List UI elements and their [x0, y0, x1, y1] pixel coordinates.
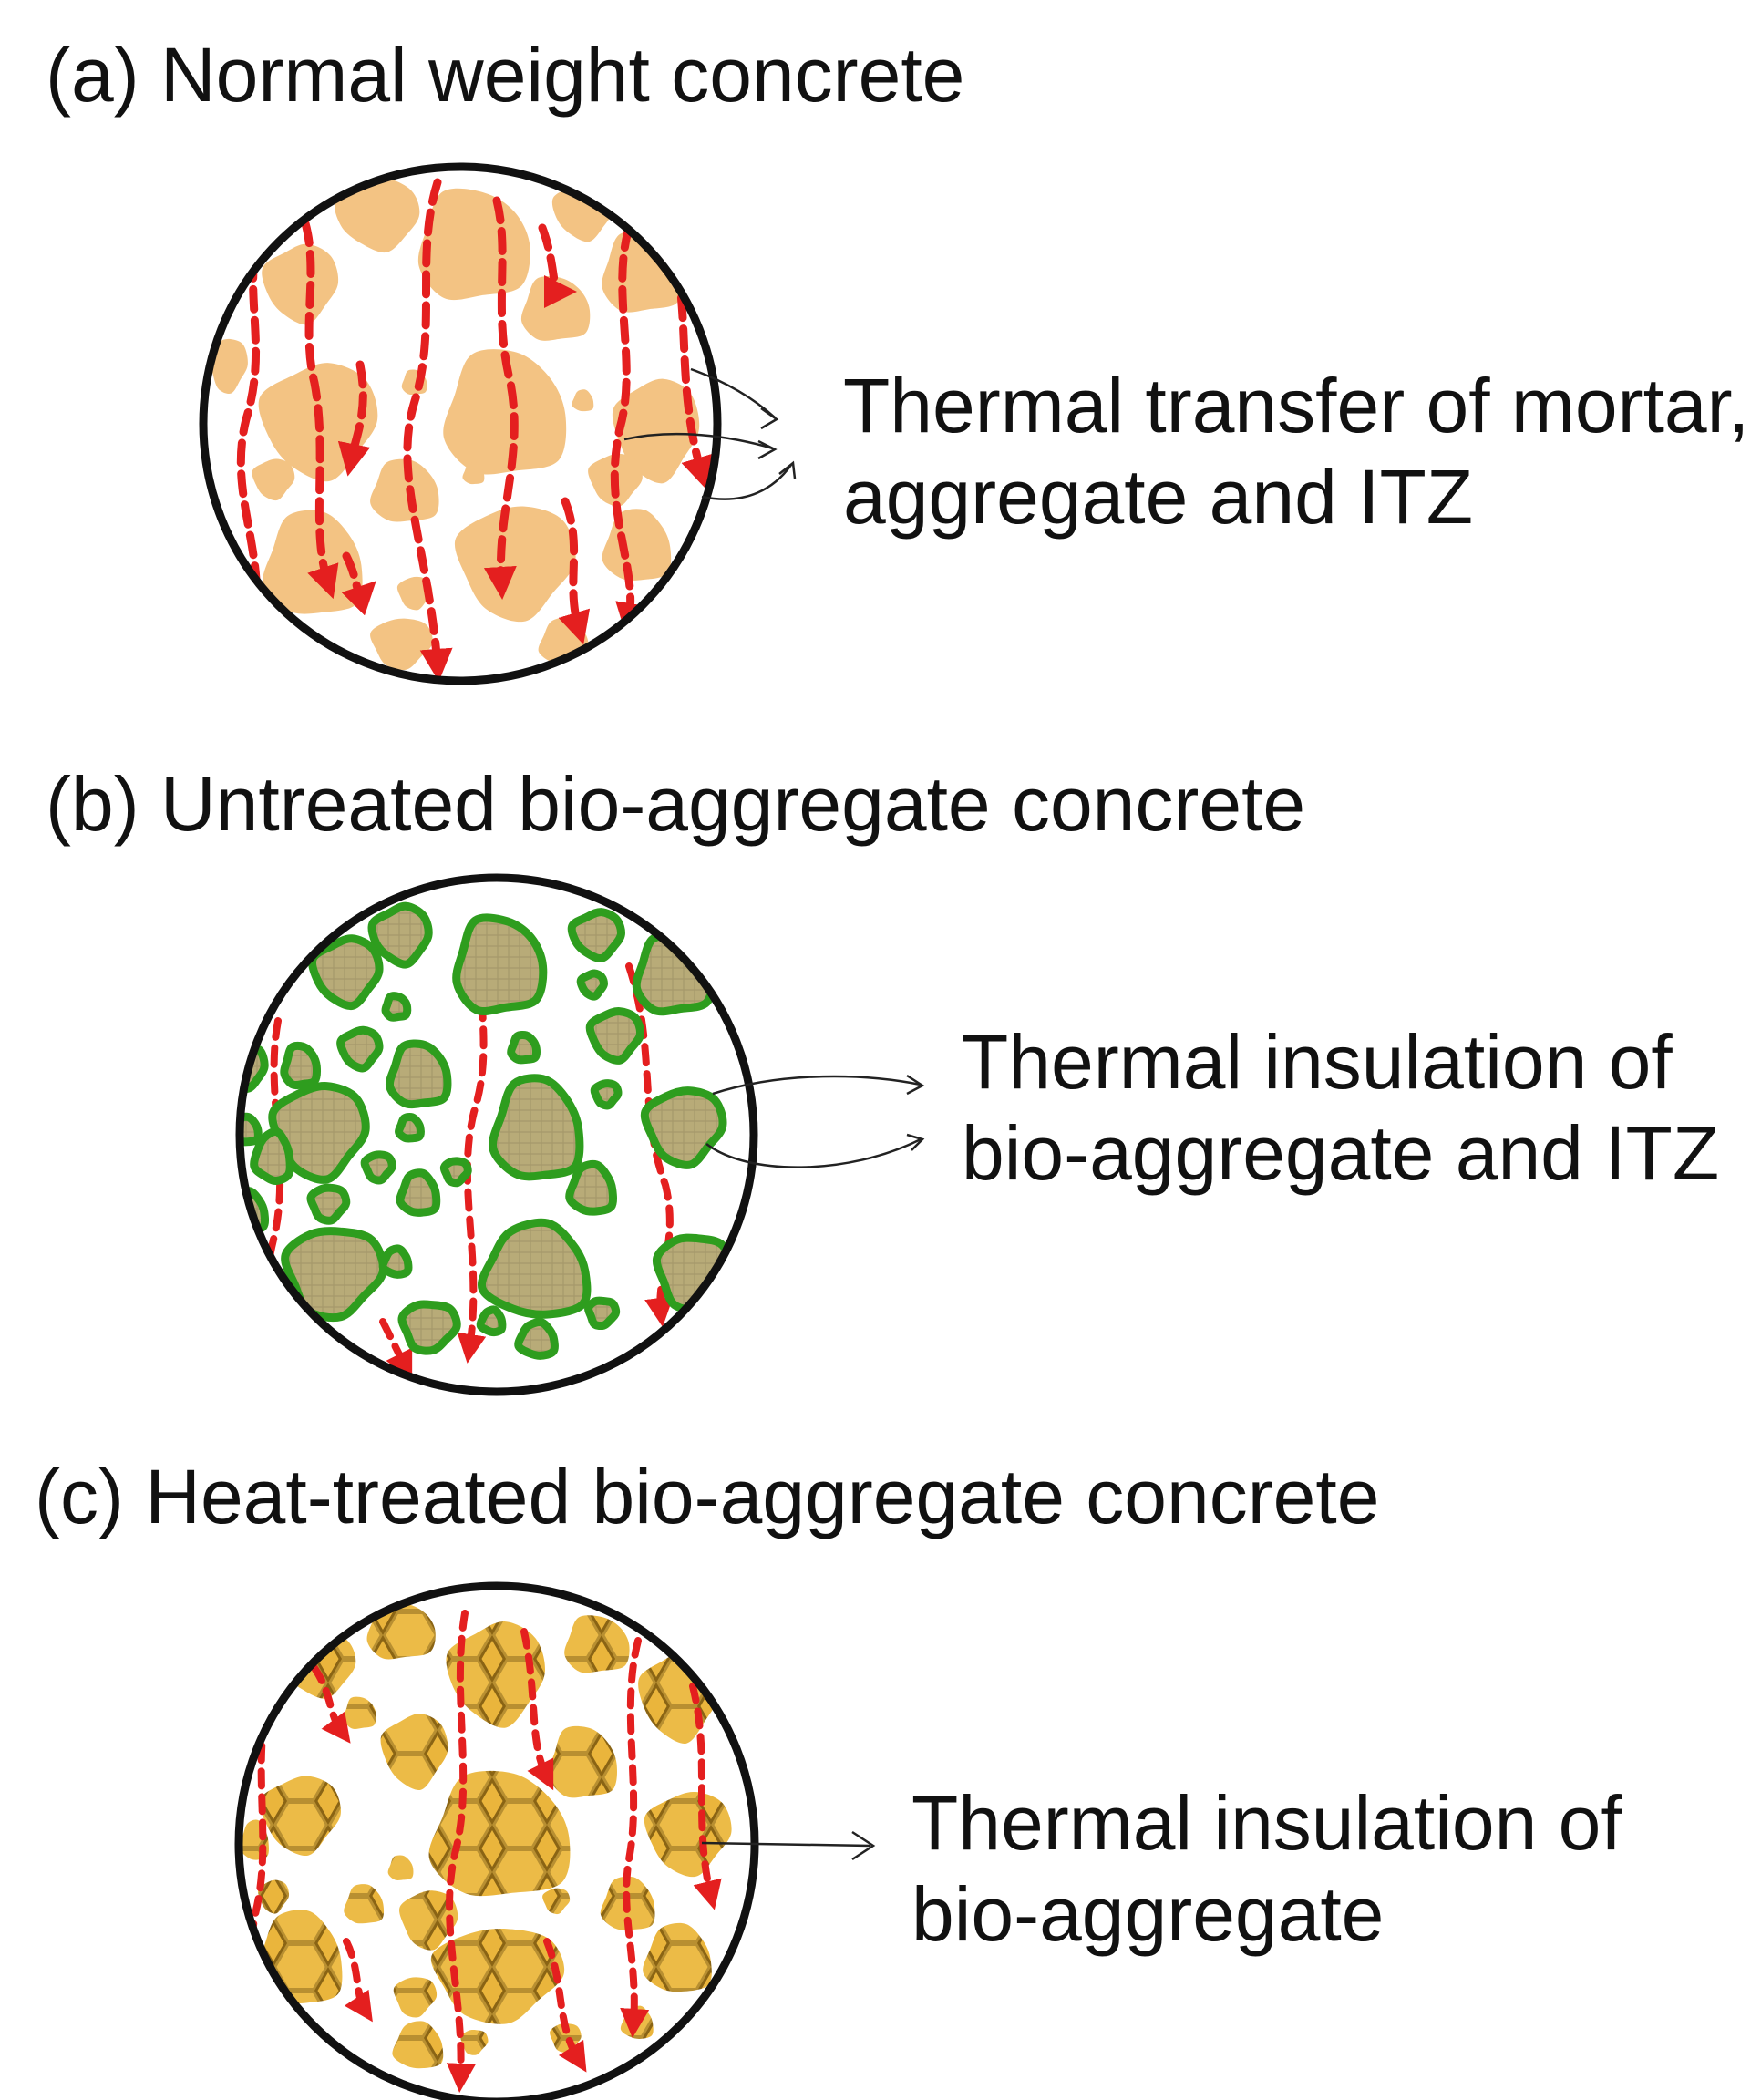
panel-c-heat-flow-arrow — [620, 1637, 650, 2038]
panel-c-aggregate — [430, 1929, 565, 2024]
panel-a-heat-flow-arrow — [538, 223, 577, 308]
panel-a-caption-line-1: Thermal transfer of mortar, — [843, 363, 1750, 448]
panel-b-aggregate — [336, 1025, 384, 1073]
panel-c-heat-flow-arrow — [520, 1628, 554, 1791]
panel-c-heat-flow-arrow — [689, 1683, 722, 1910]
panel-b-aggregate — [576, 969, 608, 1001]
panel-b-aggregate — [281, 1227, 387, 1323]
panel-c-title: (c) Heat-treated bio-aggregate concrete — [35, 1454, 1380, 1539]
panel-c-aggregate — [380, 1714, 448, 1790]
panel-c-aggregate — [643, 1922, 712, 1992]
panel-b-heat-flow-arrow — [258, 1017, 288, 1354]
panel-b-aggregate — [565, 1159, 617, 1216]
panel-c-aggregate — [644, 1791, 732, 1878]
panel-a-heat-flow-arrow — [558, 497, 591, 645]
panel-a-aggregate — [612, 378, 700, 484]
panel-c-heat-flow-arrow — [543, 1938, 587, 2073]
panel-c-aggregate — [548, 1725, 617, 1798]
panel-c-heat-flow-arrow — [343, 1938, 373, 2023]
panel-c-aggregate — [387, 1855, 414, 1880]
panel-b-outline — [235, 873, 758, 1396]
panel-a-outline — [199, 162, 722, 685]
panel-a-aggregate — [443, 349, 567, 475]
panel-c-caption-line-2: bio-aggregate — [911, 1871, 1385, 1957]
panel-c-micrograph — [234, 1581, 876, 2100]
panel-b-aggregate — [439, 1157, 472, 1188]
panel-a-aggregate — [252, 458, 295, 501]
panel-a-caption-line-2: aggregate and ITZ — [843, 454, 1474, 540]
panel-a-heat-flow-arrow — [301, 219, 339, 600]
panel-b-aggregate — [360, 1150, 396, 1185]
panel-c-aggregate — [393, 1977, 438, 2018]
panel-b-aggregate — [585, 1007, 645, 1065]
panel-a-heat-flow-arrow — [341, 551, 376, 616]
panel-c-aggregate — [399, 1890, 458, 1951]
panel-a-aggregate — [572, 389, 594, 412]
panel-a-aggregate — [462, 462, 485, 485]
panel-a-aggregate — [208, 338, 248, 394]
panel-b-aggregate — [378, 1244, 413, 1279]
panel-a-aggregate — [335, 178, 420, 253]
panel-c-caption-line-1: Thermal insulation of — [911, 1780, 1622, 1866]
panel-b-leader-arrows — [705, 1074, 925, 1168]
panel-c-heat-flow-arrow — [446, 1610, 476, 2093]
panel-b-aggregate — [250, 1127, 294, 1186]
panel-b-aggregate — [590, 1079, 623, 1110]
panel-b-aggregate — [584, 1296, 621, 1331]
panel-a-aggregates — [208, 178, 714, 681]
panel-c-aggregate — [446, 1621, 545, 1728]
panel-c-aggregate — [260, 1776, 341, 1857]
panel-a-heat-flow-arrow — [337, 360, 371, 477]
panel-b-aggregate — [240, 1112, 263, 1147]
panel-c-aggregate — [460, 2030, 489, 2055]
panel-a-heat-flow-arrow — [236, 223, 274, 636]
panel-b-aggregate — [489, 1074, 584, 1181]
panel-c-aggregate — [343, 1696, 376, 1729]
panel-b-caption: Thermal insulation of bio-aggregate and … — [962, 1016, 1719, 1199]
panel-b-aggregate — [476, 1305, 507, 1337]
panel-c-aggregate — [564, 1615, 630, 1673]
panel-b-aggregate — [640, 1086, 727, 1169]
panel-b-aggregate — [514, 1318, 559, 1360]
panel-a-caption: Thermal transfer of mortar, aggregate an… — [843, 360, 1749, 542]
panel-b-caption-line-2: bio-aggregate and ITZ — [962, 1110, 1720, 1196]
panel-b-aggregate — [507, 1031, 541, 1065]
panel-c-aggregate — [542, 1888, 571, 1915]
panel-b-aggregate — [477, 1218, 592, 1319]
panel-b-aggregate — [385, 1039, 452, 1109]
panel-a-micrograph — [199, 162, 797, 685]
panel-b-aggregate — [381, 992, 412, 1022]
panel-b-aggregate — [280, 1041, 321, 1090]
panel-b-aggregate — [308, 934, 384, 1011]
panel-b-aggregate — [395, 1112, 425, 1143]
panel-a-aggregate — [370, 458, 439, 522]
panel-c-aggregate — [392, 2021, 444, 2069]
panel-a-heat-flow-arrow — [403, 178, 453, 681]
panel-b-aggregate — [397, 1300, 461, 1355]
panel-a-aggregate — [262, 243, 339, 325]
panel-c-caption: Thermal insulation of bio-aggregate — [911, 1777, 1622, 1960]
panel-b-aggregate — [367, 901, 433, 969]
panel-b-heat-flow-arrow — [379, 1318, 413, 1381]
panel-a-aggregate — [370, 618, 433, 671]
panel-b-aggregate — [567, 908, 625, 962]
panel-c-aggregates — [240, 1601, 732, 2093]
panel-a-title: (a) Normal weight concrete — [46, 32, 965, 118]
panel-b-caption-line-1: Thermal insulation of — [962, 1019, 1673, 1105]
panel-a-heat-flow-arrow — [610, 223, 648, 636]
panel-b-title: (b) Untreated bio-aggregate concrete — [46, 761, 1306, 847]
panel-a-leader-arrows — [623, 367, 797, 500]
panel-c-leader-arrow — [701, 1830, 876, 1861]
panel-c-heat-flow-arrow — [311, 1664, 351, 1744]
panel-b-aggregate — [396, 1168, 441, 1217]
panel-b-micrograph — [235, 873, 925, 1396]
panel-c-heat-flow-arrow — [247, 1692, 276, 2074]
panel-b-aggregate — [452, 913, 548, 1016]
panel-a-heat-flow-arrow — [483, 196, 519, 600]
panel-c-aggregate — [257, 1879, 290, 1914]
panel-c-aggregate — [344, 1884, 385, 1924]
panel-b-aggregate — [306, 1183, 351, 1225]
